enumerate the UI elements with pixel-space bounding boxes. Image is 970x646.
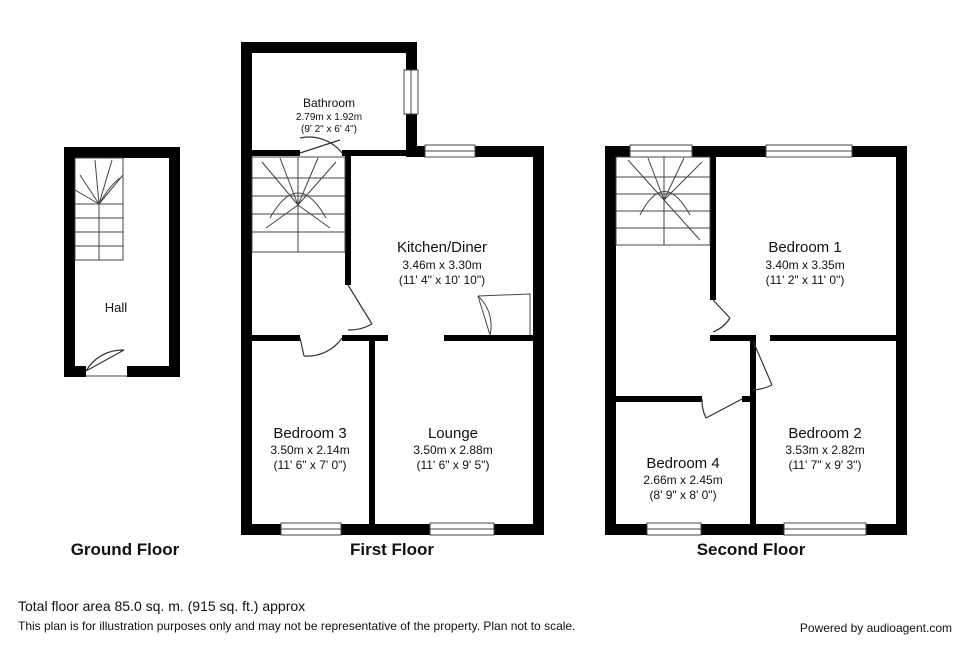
bedroom2-label: Bedroom 2 bbox=[788, 425, 861, 442]
bedroom2-metric: 3.53m x 2.82m bbox=[785, 443, 864, 457]
bathroom-door bbox=[299, 136, 343, 154]
bedroom1-imperial: (11' 2" x 11' 0") bbox=[766, 273, 845, 287]
bedroom3-door bbox=[299, 337, 343, 357]
ground-floor-label: Ground Floor bbox=[71, 540, 180, 559]
bedroom1-door bbox=[712, 299, 731, 333]
bedroom4-label: Bedroom 4 bbox=[646, 455, 719, 472]
bathroom-imperial: (9' 2" x 6' 4") bbox=[301, 124, 357, 135]
kitchen-imperial: (11' 4" x 10' 10") bbox=[399, 273, 485, 287]
ground-floor-plan: Hall bbox=[64, 147, 180, 377]
bedroom4-metric: 2.66m x 2.45m bbox=[643, 473, 722, 487]
bathroom-metric: 2.79m x 1.92m bbox=[296, 112, 362, 123]
bedroom4-imperial: (8' 9" x 8' 0") bbox=[649, 488, 716, 502]
kitchen-door bbox=[347, 284, 373, 331]
kitchen-label: Kitchen/Diner bbox=[397, 239, 487, 256]
bedroom3-imperial: (11' 6" x 7' 0") bbox=[274, 458, 347, 472]
second-floor-label: Second Floor bbox=[697, 540, 806, 559]
kitchen-metric: 3.46m x 3.30m bbox=[402, 258, 481, 272]
second-floor-plan: Bedroom 1 3.40m x 3.35m (11' 2" x 11' 0"… bbox=[605, 144, 907, 536]
bedroom2-door bbox=[752, 340, 773, 391]
first-floor-label: First Floor bbox=[350, 540, 434, 559]
hall-label: Hall bbox=[105, 300, 128, 315]
powered-by: Powered by audioagent.com bbox=[799, 621, 952, 635]
bedroom1-metric: 3.40m x 3.35m bbox=[765, 258, 844, 272]
first-floor-plan: Bathroom 2.79m x 1.92m (9' 2" x 6' 4") K… bbox=[241, 42, 544, 536]
bathroom-label: Bathroom bbox=[303, 96, 355, 110]
lounge-label: Lounge bbox=[428, 425, 478, 442]
second-floor-stairs bbox=[615, 156, 711, 246]
bedroom3-label: Bedroom 3 bbox=[273, 425, 346, 442]
bedroom4-door bbox=[701, 398, 743, 419]
lounge-imperial: (11' 6" x 9' 5") bbox=[417, 458, 490, 472]
disclaimer: This plan is for illustration purposes o… bbox=[18, 619, 576, 633]
lounge-metric: 3.50m x 2.88m bbox=[413, 443, 492, 457]
bedroom2-imperial: (11' 7" x 9' 3") bbox=[789, 458, 862, 472]
ground-stairs bbox=[74, 157, 124, 261]
bedroom1-label: Bedroom 1 bbox=[768, 239, 841, 256]
first-floor-stairs bbox=[251, 156, 346, 253]
hall-front-door bbox=[85, 349, 125, 372]
bedroom3-metric: 3.50m x 2.14m bbox=[270, 443, 349, 457]
total-floor-area: Total floor area 85.0 sq. m. (915 sq. ft… bbox=[18, 598, 306, 614]
